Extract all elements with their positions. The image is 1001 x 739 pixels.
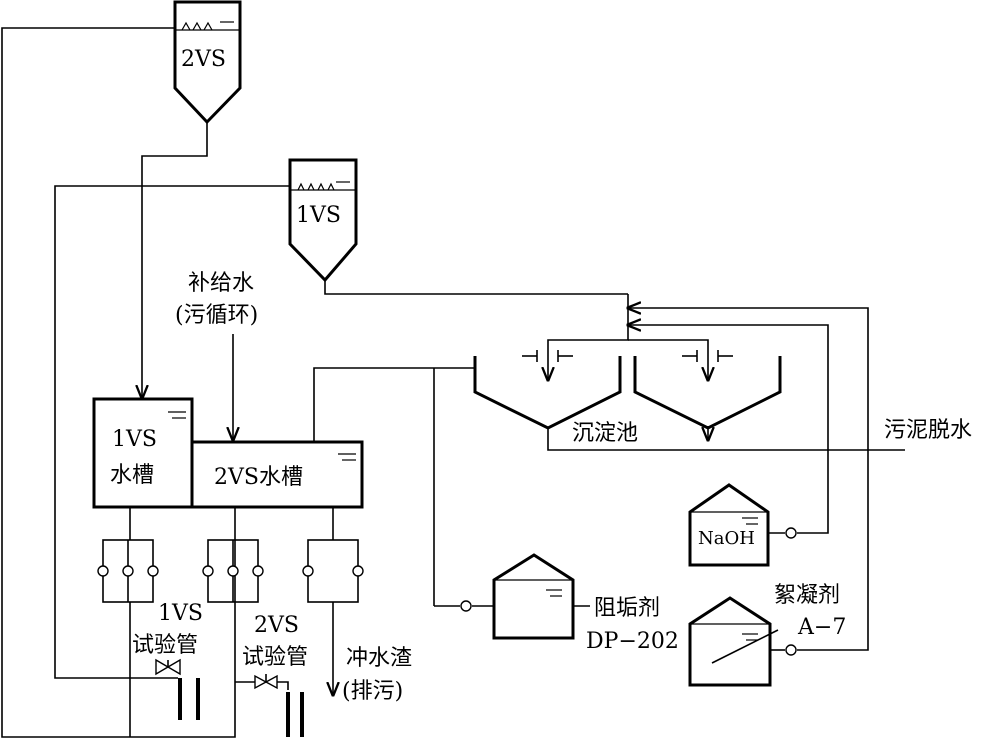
sump-1vs-sublabel: 水槽 xyxy=(110,463,154,488)
test-pipe-1vs-label: 1VS xyxy=(158,601,203,626)
flocculant-label: 絮凝剂 xyxy=(774,583,840,608)
recirculation-lines xyxy=(1,27,628,738)
pump-group-2vs xyxy=(202,539,264,603)
antiscalant-sublabel: DP−202 xyxy=(586,629,679,654)
test-pipe-2vs-label: 2VS xyxy=(254,613,299,638)
naoh-valve-icon xyxy=(785,527,797,539)
sump-1vs-label: 1VS xyxy=(112,427,157,452)
tank-1vs: 1VS xyxy=(288,158,358,283)
sump-2vs: 2VS水槽 xyxy=(190,440,364,509)
flush-slag-sublabel: (排污) xyxy=(342,679,403,704)
pump-group-flush xyxy=(302,507,364,695)
sump-1vs: 1VS 水槽 xyxy=(92,397,194,509)
flush-slag-label: 冲水渣 xyxy=(346,646,412,671)
flush-slag: 冲水渣 (排污) xyxy=(342,646,412,704)
sedimentation-label: 沉淀池 xyxy=(572,421,638,446)
makeup-water-sublabel: (污循环) xyxy=(175,303,258,328)
flocculant-valve-icon xyxy=(785,644,797,656)
naoh-feed-line xyxy=(628,325,829,534)
flocculant-tank: 絮凝剂 A−7 xyxy=(688,583,846,687)
test-pipe-1vs-sublabel: 试验管 xyxy=(132,633,198,658)
antiscalant-valve-icon xyxy=(460,600,472,612)
naoh-label: NaOH xyxy=(698,528,755,549)
sludge-dewatering-label: 污泥脱水 xyxy=(884,418,972,443)
tank-2vs: 2VS xyxy=(173,0,242,125)
tank-2vs-label: 2VS xyxy=(181,47,226,72)
naoh-tank: NaOH xyxy=(688,483,797,567)
flocculant-feed-line xyxy=(628,308,869,651)
test-pipe-1vs: 1VS 试验管 xyxy=(132,601,203,720)
flocculant-sublabel: A−7 xyxy=(797,615,846,640)
makeup-water-label: 补给水 xyxy=(188,271,254,296)
sump-overflow-line xyxy=(313,367,475,442)
tank-1vs-label: 1VS xyxy=(296,203,341,228)
antiscalant-label: 阻垢剂 xyxy=(594,596,660,621)
antiscalant-tank: 阻垢剂 DP−202 xyxy=(460,553,679,654)
test-pipe-2vs: 2VS 试验管 xyxy=(235,613,308,737)
makeup-water: 补给水 (污循环) xyxy=(175,271,258,440)
pump-group-1vs xyxy=(97,507,159,737)
sump-2vs-label: 2VS水槽 xyxy=(214,465,303,490)
test-pipe-2vs-sublabel: 试验管 xyxy=(242,645,308,670)
sedimentation-tanks: 沉淀池 xyxy=(473,294,905,451)
